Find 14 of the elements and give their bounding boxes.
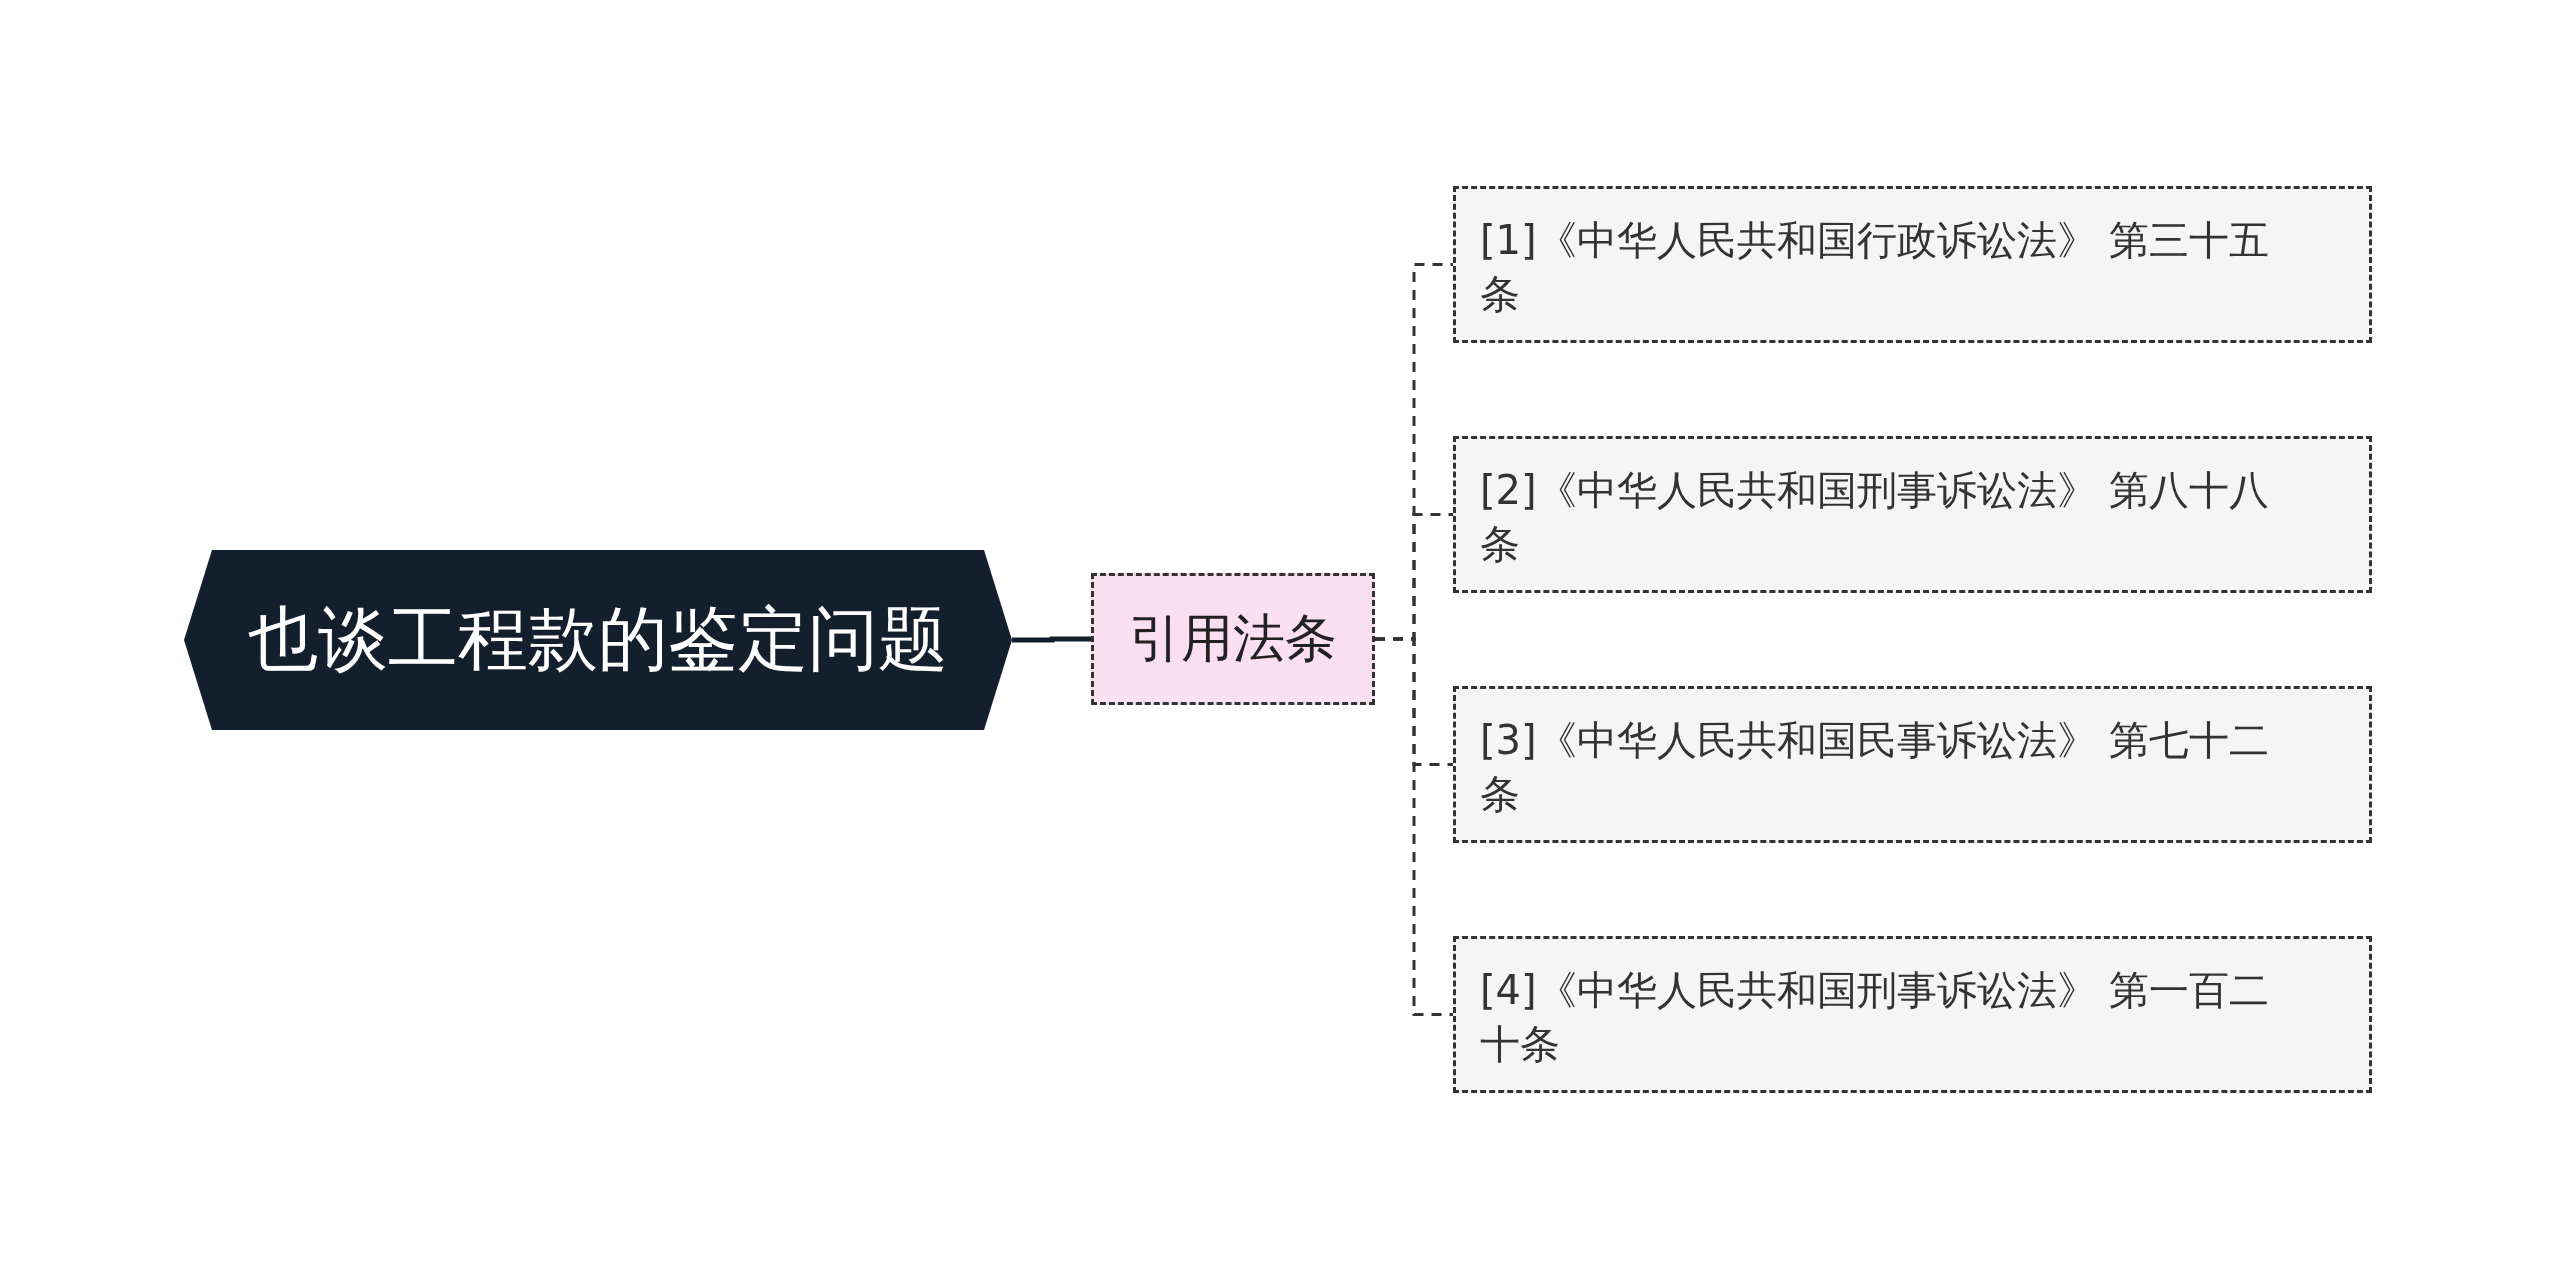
- subtopic-text: [1]《中华人民共和国行政诉讼法》 第三十五条: [1480, 216, 2271, 319]
- hexagon-node: [184, 550, 1012, 730]
- subtopic-box: [1453, 686, 2372, 843]
- topic-text: 也谈工程款的鉴定问题: [248, 597, 948, 682]
- subtopic-text: [2]《中华人民共和国刑事诉讼法》 第八十八条: [1480, 466, 2271, 569]
- subtopic-box: [1453, 186, 2372, 343]
- topic-box: [1091, 573, 1375, 705]
- subtopic-text: [4]《中华人民共和国刑事诉讼法》 第一百二十条: [1480, 966, 2271, 1069]
- subtopic-box: [1453, 436, 2372, 593]
- connector-line: [1375, 637, 1453, 1016]
- subtopic-text: [3]《中华人民共和国民事诉讼法》 第七十二条: [1480, 716, 2271, 819]
- connector-line: [1012, 636, 1091, 643]
- subtopic-box: [1453, 936, 2372, 1093]
- topic-text: 引用法条: [1129, 607, 1337, 670]
